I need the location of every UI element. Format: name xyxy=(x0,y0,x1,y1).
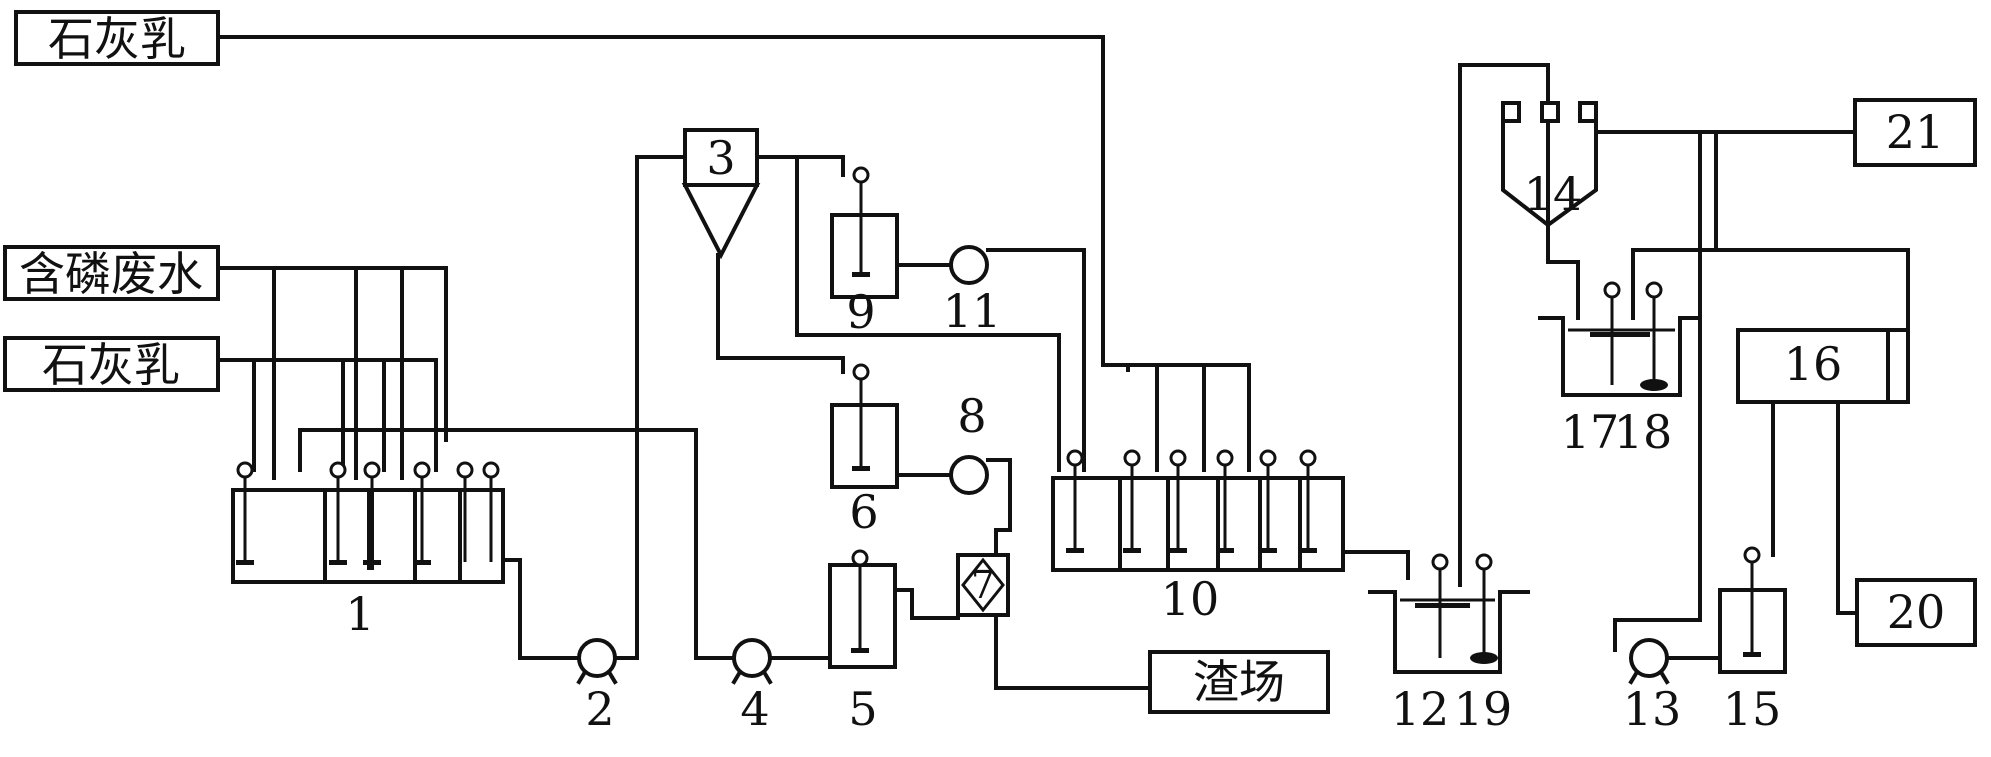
pump-13: 13 xyxy=(1623,638,1682,736)
reactor-1: 1 xyxy=(231,461,505,641)
unit-label-12: 12 xyxy=(1391,682,1450,736)
pipe-return xyxy=(298,428,735,660)
unit-label-15: 15 xyxy=(1723,682,1782,736)
pipe-tank1-pump2 xyxy=(501,558,580,660)
unit-label-20: 20 xyxy=(1887,585,1946,639)
reactor-10: 10 xyxy=(1051,449,1345,626)
input-lime-top: 石灰乳 xyxy=(14,10,220,66)
unit-label-10: 10 xyxy=(1161,572,1220,626)
pipelines xyxy=(216,35,1910,690)
slag-yard-box: 渣场 xyxy=(1148,650,1330,714)
unit-label-5: 5 xyxy=(848,682,877,736)
unit-label-18: 18 xyxy=(1614,405,1673,459)
input-lime-left: 石灰乳 xyxy=(3,336,220,392)
unit-label-1: 1 xyxy=(345,587,374,641)
wastewater-label: 含磷废水 xyxy=(19,247,203,301)
pump-11: 11 xyxy=(943,245,1002,338)
unit-16: 16 xyxy=(1736,328,1910,404)
pipe-12-to-14 xyxy=(1458,63,1550,587)
unit-label-13: 13 xyxy=(1623,682,1682,736)
pipe-11-to-10 xyxy=(986,248,1086,472)
unit-20: 20 xyxy=(1855,578,1977,647)
pump-8: 8 xyxy=(949,389,989,495)
pipe-3-to-10 xyxy=(795,155,1061,472)
unit-label-8: 8 xyxy=(957,389,986,443)
unit-label-19: 19 xyxy=(1454,682,1513,736)
clarifier-12: 12 19 xyxy=(1368,553,1530,736)
unit-label-17: 17 xyxy=(1561,405,1620,459)
tank-6: 6 xyxy=(830,363,899,539)
unit-label-14: 14 xyxy=(1524,167,1583,221)
slag-yard-label: 渣场 xyxy=(1193,655,1285,709)
pipe-pump2-thickener xyxy=(614,155,687,660)
pipe-3-to-6 xyxy=(716,253,845,374)
tank-5: 5 xyxy=(828,549,897,736)
unit-label-4: 4 xyxy=(740,682,769,736)
pipe-lime-left xyxy=(216,358,438,472)
pipe-10-to-12 xyxy=(1341,550,1410,580)
tank-15: 15 xyxy=(1718,546,1787,736)
pipe-7-to-slag xyxy=(994,613,1152,690)
unit-label-11: 11 xyxy=(943,284,1002,338)
unit-label-9: 9 xyxy=(846,285,875,339)
unit-label-16: 16 xyxy=(1784,337,1843,391)
pipe-16-to-17 xyxy=(1631,248,1910,332)
tank-9: 9 xyxy=(830,166,899,339)
unit-label-2: 2 xyxy=(585,682,614,736)
pipe-16-to-20 xyxy=(1836,400,1859,615)
pipe-3-to-9 xyxy=(755,155,845,177)
pipe-to-pump13 xyxy=(1613,130,1702,652)
pump-2: 2 xyxy=(576,638,618,736)
pipe-14-to-17 xyxy=(1546,223,1580,320)
unit-label-6: 6 xyxy=(849,485,878,539)
filter-7: 7 xyxy=(956,553,1010,617)
pump-4: 4 xyxy=(731,638,773,736)
pipe-8-to-7 xyxy=(986,458,1012,557)
thickener-3: 3 xyxy=(681,128,761,260)
unit-21: 21 xyxy=(1853,98,1977,167)
input-wastewater: 含磷废水 xyxy=(3,245,220,301)
pipe-wastewater xyxy=(216,266,448,442)
tank-17: 17 18 xyxy=(1538,281,1702,459)
lime-milk-top-label: 石灰乳 xyxy=(48,12,186,66)
tank-14: 14 xyxy=(1501,101,1598,228)
unit-label-7: 7 xyxy=(971,563,995,607)
unit-label-3: 3 xyxy=(706,131,735,185)
lime-milk-left-label: 石灰乳 xyxy=(42,338,180,392)
unit-label-21: 21 xyxy=(1886,105,1945,159)
